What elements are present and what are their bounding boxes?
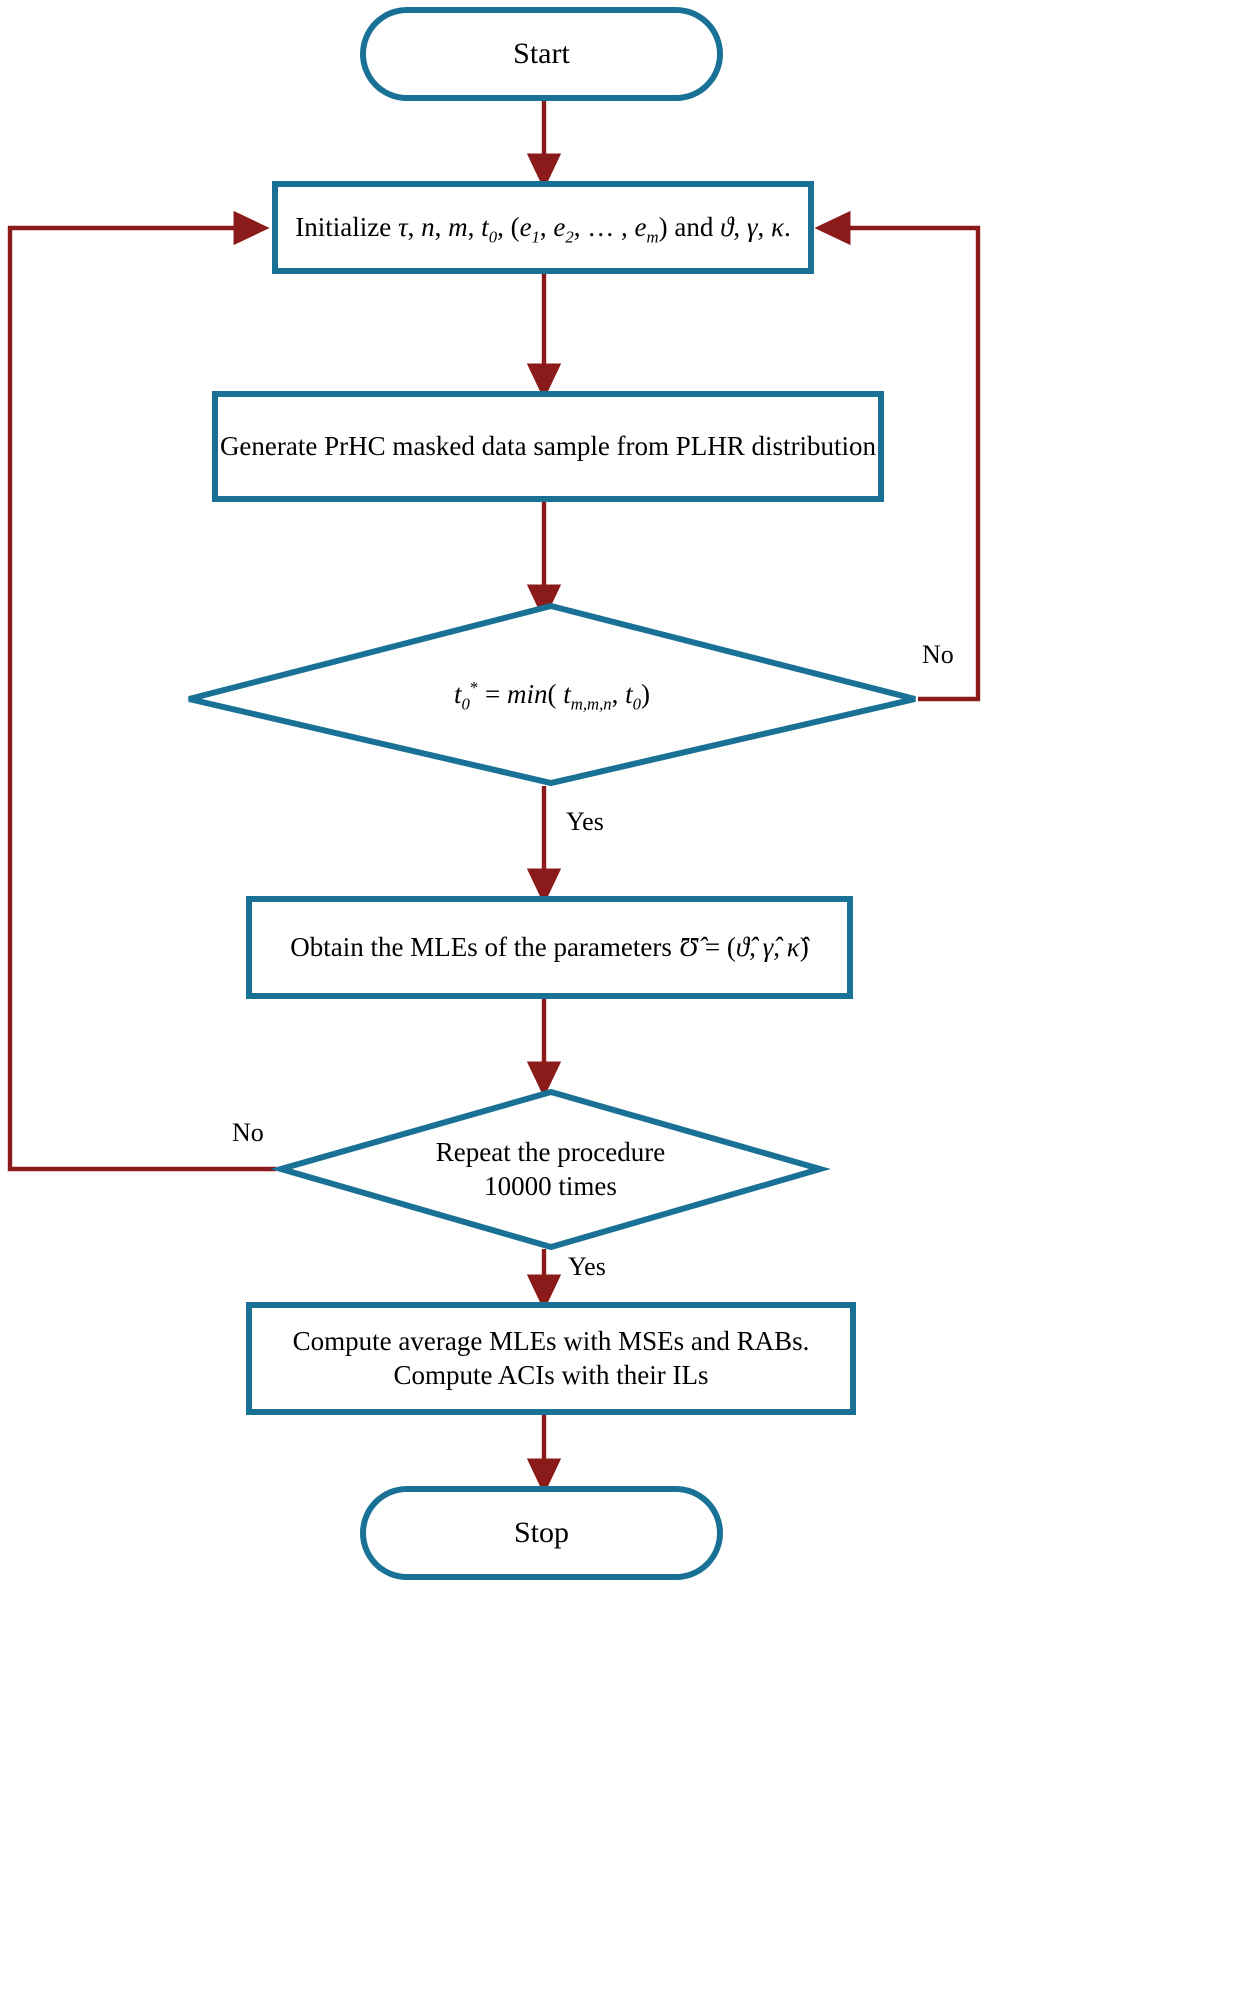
edge-repeat-no-loop — [7, 210, 276, 1172]
edge-label-yes-top: Yes — [566, 807, 604, 836]
node-repeat-shape — [270, 1088, 831, 1251]
node-obtain-mles-shape — [246, 896, 853, 999]
node-stop-shape — [360, 1486, 723, 1580]
connector-arrows — [7, 100, 981, 1495]
edge-check-no-loop — [814, 210, 981, 702]
edge-label-no-top: No — [922, 640, 954, 669]
node-check-t0-shape — [188, 602, 916, 787]
edge-label-no-bottom: No — [232, 1118, 264, 1147]
edge-label-yes-bottom: Yes — [568, 1252, 606, 1281]
node-outlines — [188, 7, 916, 1580]
node-compute-shape — [246, 1302, 856, 1415]
node-initialize-shape — [272, 181, 814, 274]
node-generate-shape — [212, 391, 884, 502]
node-start-shape — [360, 7, 723, 101]
